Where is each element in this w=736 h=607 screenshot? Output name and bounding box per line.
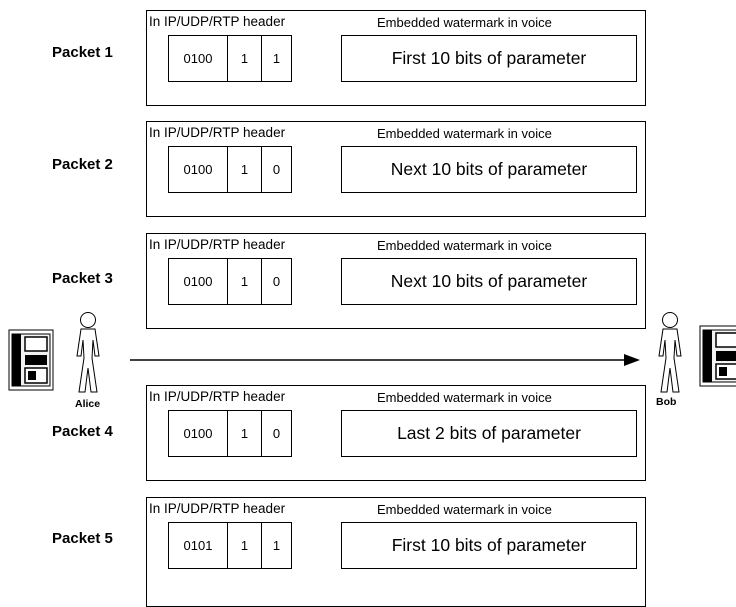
packet-label: Packet 4 [52, 423, 113, 440]
header-field-1: 0100 [169, 411, 228, 456]
header-title: In IP/UDP/RTP header [149, 389, 286, 404]
header-fields: 0100 1 0 [168, 258, 292, 305]
transmission-arrow [130, 354, 640, 366]
header-fields: 0100 1 0 [168, 410, 292, 457]
alice-person-icon [76, 312, 100, 393]
header-field-1: 0100 [169, 36, 228, 81]
header-title: In IP/UDP/RTP header [149, 125, 286, 140]
phone-icon-right [699, 325, 736, 387]
packet-label: Packet 2 [52, 156, 113, 173]
header-fields: 0100 1 1 [168, 35, 292, 82]
watermark-title: Embedded watermark in voice [377, 15, 552, 30]
header-field-3: 0 [272, 426, 281, 441]
header-title: In IP/UDP/RTP header [149, 14, 286, 29]
watermark-payload: First 10 bits of parameter [341, 522, 637, 569]
header-title: In IP/UDP/RTP header [149, 501, 286, 516]
watermark-payload: Last 2 bits of parameter [341, 410, 637, 457]
packet-frame: In IP/UDP/RTP header Embedded watermark … [146, 385, 646, 481]
header-field-1: 0100 [169, 259, 228, 304]
header-field-2: 1 [228, 147, 262, 192]
bob-label: Bob [656, 396, 677, 408]
header-title: In IP/UDP/RTP header [149, 237, 286, 252]
watermark-payload: Next 10 bits of parameter [341, 146, 637, 193]
header-field-2: 1 [228, 36, 262, 81]
watermark-title: Embedded watermark in voice [377, 126, 552, 141]
bob-person-icon [658, 312, 682, 393]
header-field-1: 0100 [169, 147, 228, 192]
header-fields: 0101 1 1 [168, 522, 292, 569]
diagram-graphics [8, 312, 736, 393]
packet-label: Packet 5 [52, 530, 113, 547]
watermark-title: Embedded watermark in voice [377, 502, 552, 517]
packet-frame: In IP/UDP/RTP header Embedded watermark … [146, 233, 646, 329]
header-field-3: 0 [272, 274, 281, 289]
packet-frame: In IP/UDP/RTP header Embedded watermark … [146, 10, 646, 106]
header-field-2: 1 [228, 523, 262, 568]
packet-frame: In IP/UDP/RTP header Embedded watermark … [146, 121, 646, 217]
phone-icon-left [8, 329, 54, 391]
watermark-payload: First 10 bits of parameter [341, 35, 637, 82]
packet-label: Packet 3 [52, 270, 113, 287]
packet-label: Packet 1 [52, 44, 113, 61]
header-field-3: 1 [272, 51, 281, 66]
watermark-title: Embedded watermark in voice [377, 238, 552, 253]
header-field-3: 1 [272, 538, 281, 553]
watermark-title: Embedded watermark in voice [377, 390, 552, 405]
header-fields: 0100 1 0 [168, 146, 292, 193]
alice-label: Alice [75, 398, 101, 410]
watermark-payload: Next 10 bits of parameter [341, 258, 637, 305]
header-field-1: 0101 [169, 523, 228, 568]
header-field-3: 0 [272, 162, 281, 177]
packet-frame: In IP/UDP/RTP header Embedded watermark … [146, 497, 646, 607]
header-field-2: 1 [228, 259, 262, 304]
header-field-2: 1 [228, 411, 262, 456]
